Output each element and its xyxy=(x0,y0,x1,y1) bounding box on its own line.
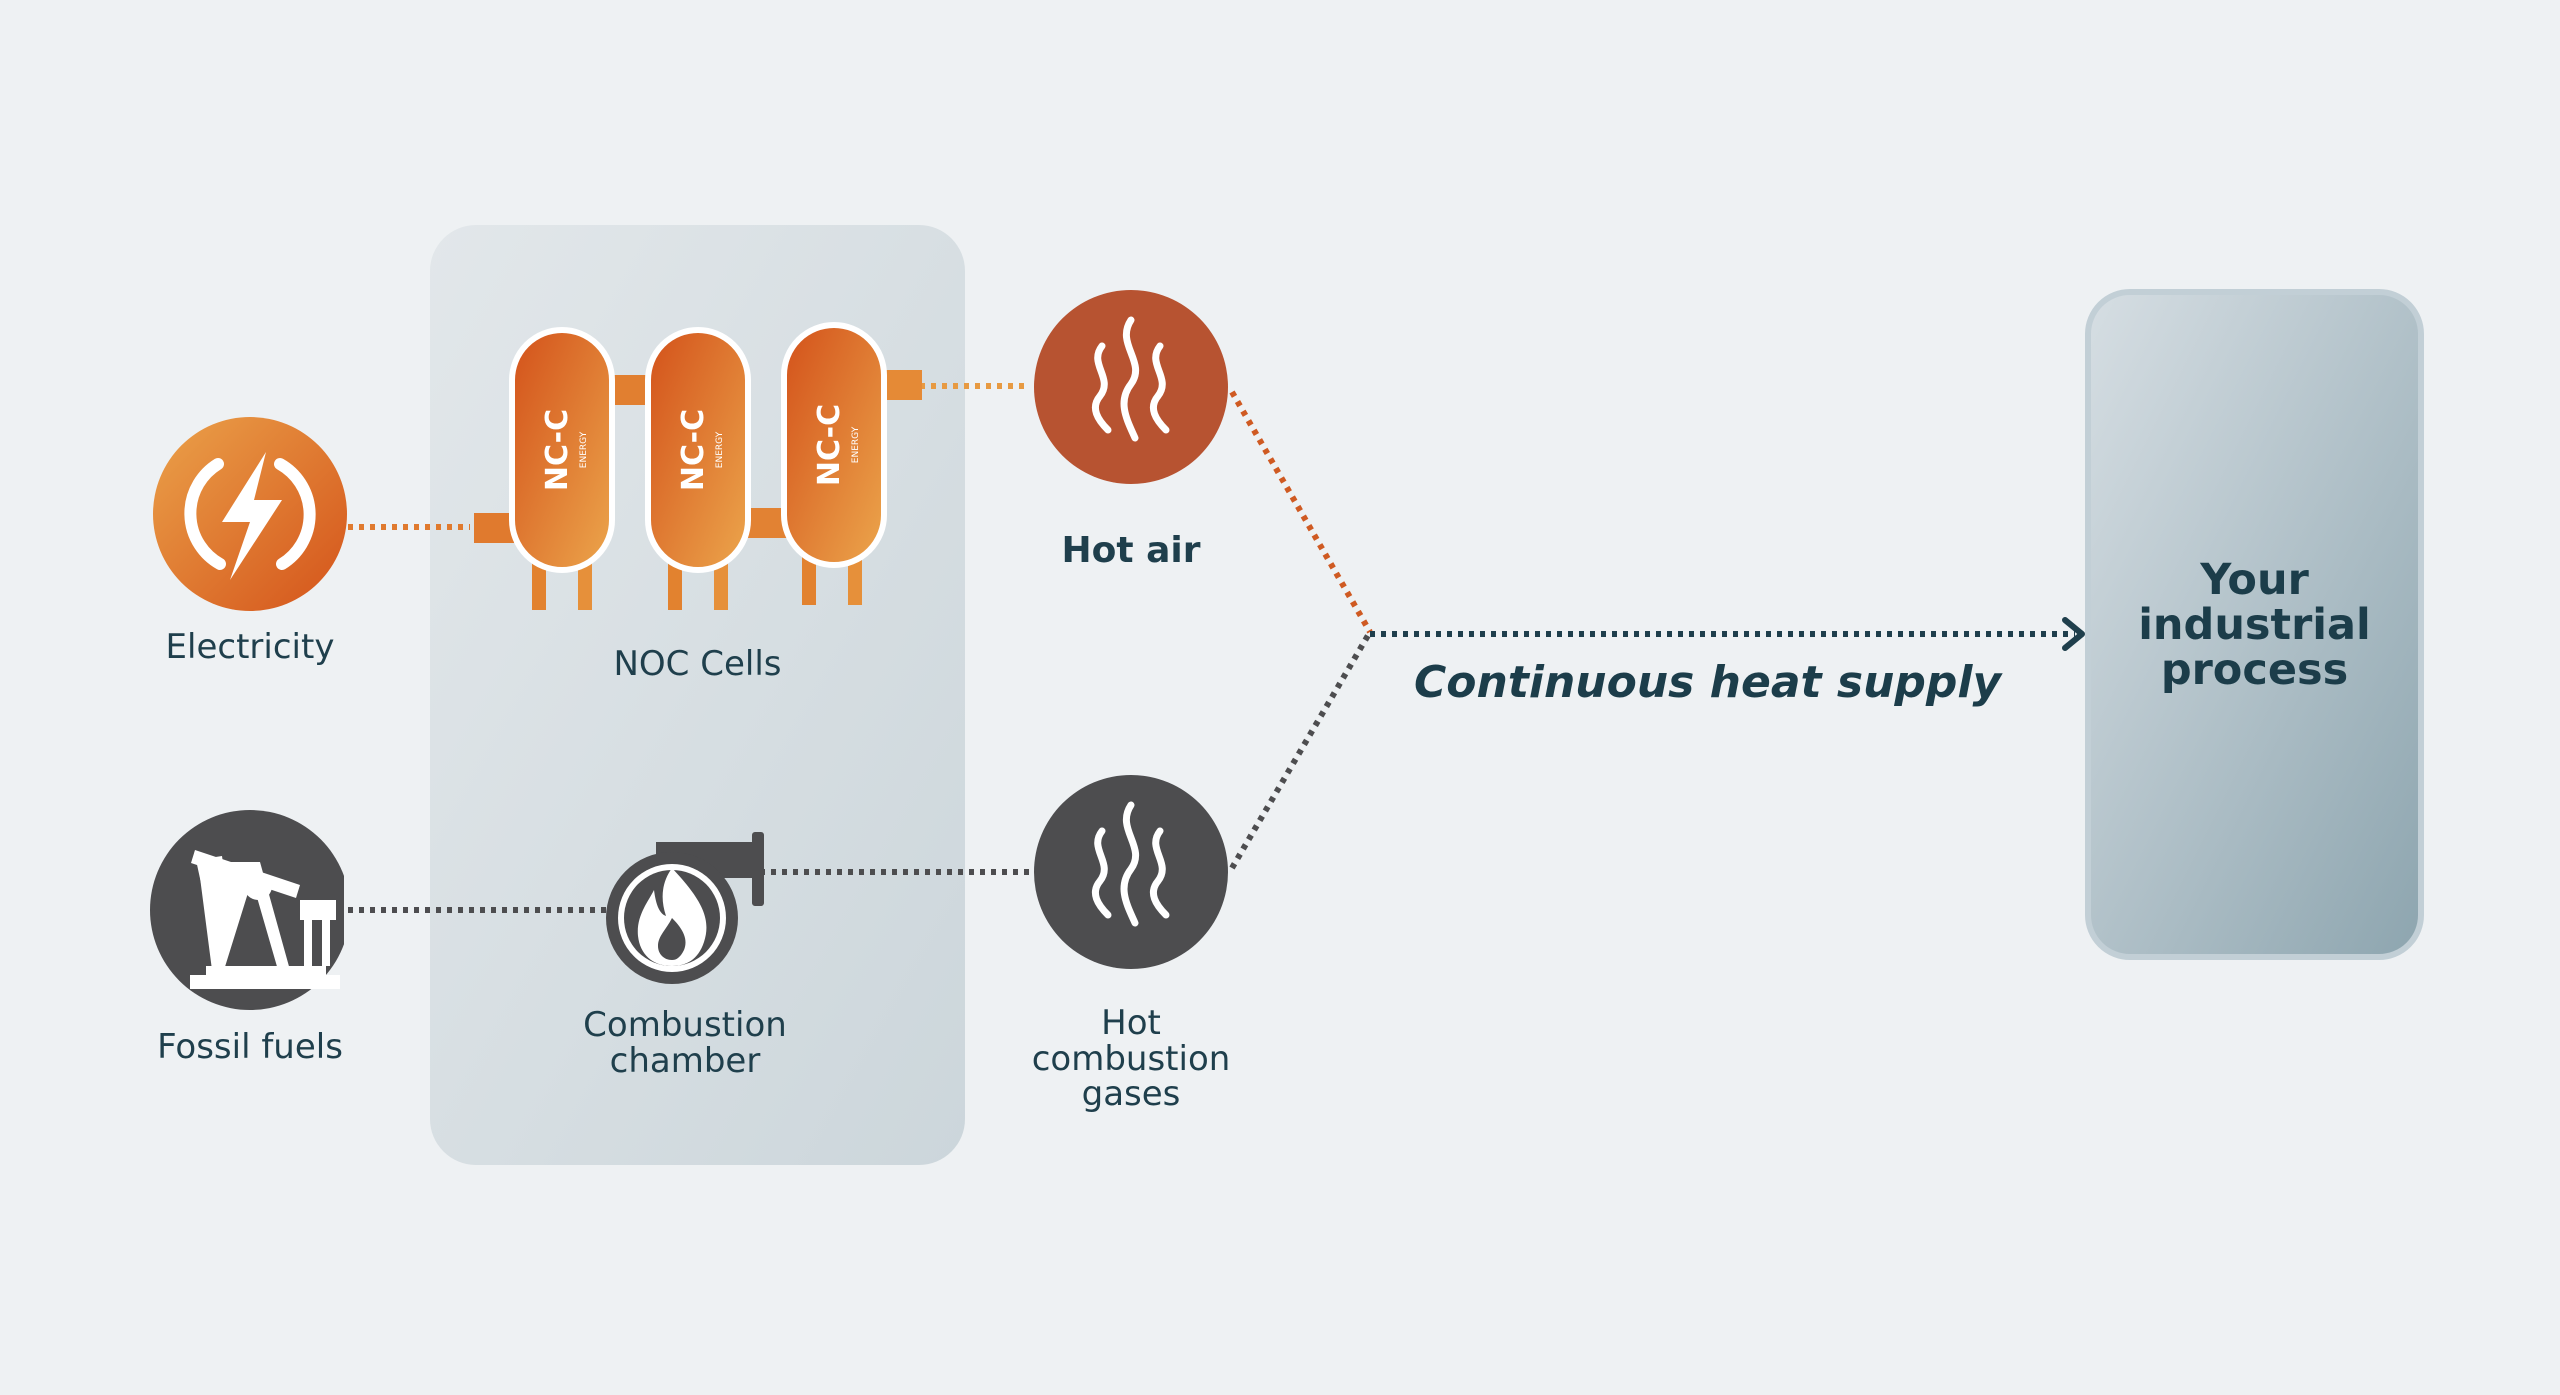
connector-hot-air-junction xyxy=(1229,390,1373,634)
arrow-right-icon xyxy=(2062,617,2085,651)
noc-cell-1 xyxy=(509,327,615,573)
heat-waves-icon xyxy=(1034,775,1228,969)
industrial-process-box xyxy=(2085,289,2424,960)
flame-burner-icon xyxy=(606,832,764,984)
noc-cell-2 xyxy=(645,327,751,573)
cell-logo: NC-C xyxy=(540,409,575,491)
hot-air-label: Hot air xyxy=(1061,530,1201,571)
cell-logo: NC-C xyxy=(812,404,847,486)
noc-cell-3 xyxy=(781,322,887,568)
fossil-fuels-label: Fossil fuels xyxy=(157,1027,343,1067)
connector-gases-junction xyxy=(1229,630,1373,870)
combustion-chamber-label: Combustion chamber xyxy=(583,1005,787,1081)
heat-waves-icon xyxy=(1034,290,1228,484)
hot-combustion-gases-label: Hot combustion gases xyxy=(1031,1003,1231,1115)
cell-logo-sub: ENERGY xyxy=(851,426,861,463)
cell-logo: NC-C xyxy=(676,409,711,491)
noc-cells-label: NOC Cells xyxy=(613,644,782,684)
industrial-process-label: Your industrial process xyxy=(2138,555,2371,696)
lightning-power-icon xyxy=(153,417,347,611)
cell-logo-sub: ENERGY xyxy=(715,431,725,468)
oil-pump-icon xyxy=(150,810,344,1010)
noc-cells-stack: NC-C ENERGY NC-C ENERGY NC-C ENERGY xyxy=(474,322,922,610)
cell-logo-sub: ENERGY xyxy=(579,431,589,468)
electricity-label: Electricity xyxy=(165,627,335,667)
continuous-heat-supply-label: Continuous heat supply xyxy=(1414,657,2002,708)
